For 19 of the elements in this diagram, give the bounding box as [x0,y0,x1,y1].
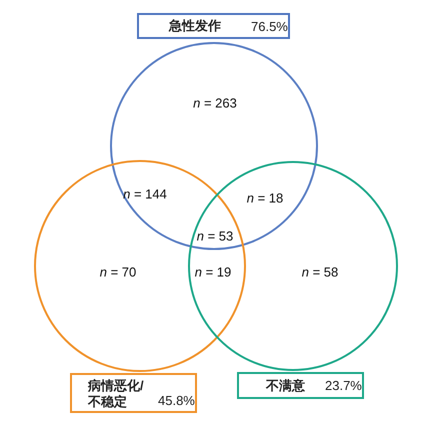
category-name: 急性发作 [169,17,221,35]
count-label: n = 18 [246,190,284,206]
percentage-label: 23.7% [325,378,362,393]
label-box [70,373,197,413]
count-label: n = 19 [194,264,232,280]
count-label: n = 53 [196,228,234,244]
venn-circle [110,42,318,250]
label-box [237,372,364,399]
count-label: n = 70 [100,264,136,280]
venn-circle [188,161,398,371]
count-label: n = 263 [193,96,237,110]
label-box [137,13,290,39]
venn-circle [34,160,246,372]
category-name: 不满意 [266,376,305,394]
count-label: n = 58 [302,264,338,280]
percentage-label: 76.5% [251,18,288,34]
count-label: n = 144 [123,186,167,202]
percentage-label: 45.8% [158,393,195,408]
category-name: 病情恶化/不稳定 [88,378,145,410]
